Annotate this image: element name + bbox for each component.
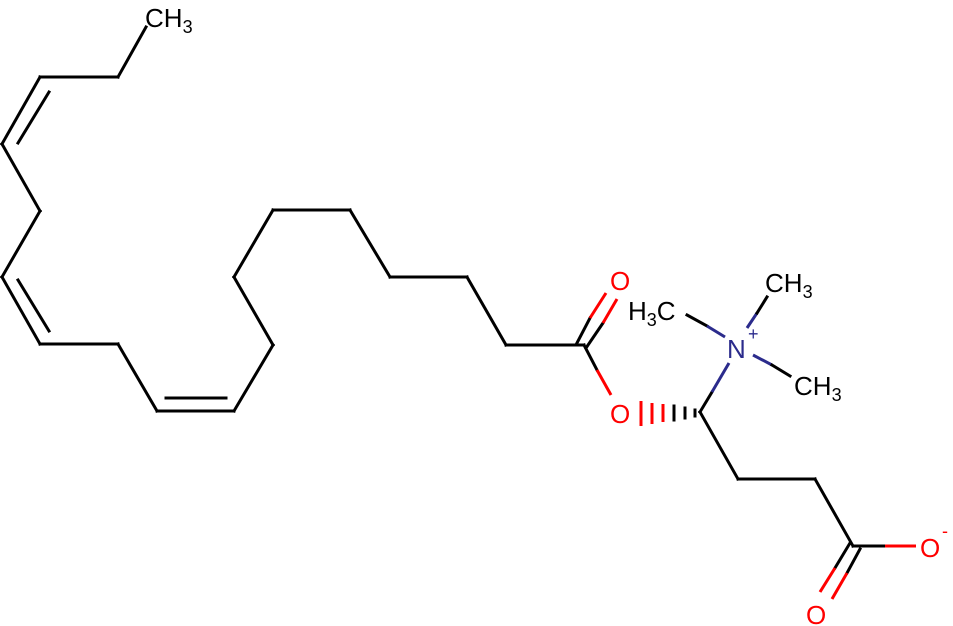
bond	[812, 476, 856, 549]
ester-bond	[581, 342, 600, 373]
ester-bond	[595, 369, 613, 396]
ester-oxygen-label: O	[610, 399, 630, 429]
n-methyl-bond	[769, 362, 793, 379]
carboxyl-double-bond	[844, 546, 863, 576]
bond	[0, 208, 43, 280]
bond	[231, 207, 276, 280]
methyl-right-label: CH3	[794, 371, 842, 405]
n-methyl-bond	[745, 312, 759, 329]
carboxyl-double-bond	[832, 540, 853, 571]
ester-group	[574, 292, 697, 426]
carboxyl-double-bond	[818, 567, 837, 593]
carbonyl-bond	[583, 320, 606, 351]
double-bond-inner	[15, 89, 52, 146]
n-methyl-bond	[754, 294, 770, 316]
n-methyl-bond	[706, 324, 726, 339]
hashed-wedge-bond	[639, 401, 697, 426]
carbonyl-oxygen-label: O	[610, 266, 630, 296]
bond	[231, 274, 276, 348]
methyl-top-label: CH3	[765, 268, 813, 302]
carbonyl-bond	[574, 315, 593, 346]
bond	[115, 341, 160, 414]
carnitine-backbone	[684, 294, 916, 600]
carbonyl-bond	[588, 292, 608, 319]
methyl-left-label: H3C	[628, 296, 676, 330]
bond	[347, 207, 393, 280]
bond	[231, 342, 276, 414]
bond	[464, 274, 509, 348]
carboxyl-double-bond	[830, 572, 849, 600]
bond	[697, 389, 715, 415]
fatty-acid-chain	[0, 24, 586, 414]
nitrogen-label: N	[727, 334, 746, 364]
c-n-bond	[710, 362, 731, 393]
n-methyl-bond	[684, 312, 710, 329]
terminal-methyl-label: CH3	[145, 3, 193, 37]
carboxylate-oxygen-label: O	[920, 533, 940, 563]
carboxyl-oxygen-label: O	[806, 600, 826, 626]
bond	[115, 24, 149, 80]
bond	[697, 409, 741, 482]
double-bond-inner	[15, 277, 52, 334]
nitrogen-charge: +	[748, 324, 759, 344]
carboxylate-charge: -	[942, 521, 948, 541]
double-bond	[0, 74, 43, 147]
bond	[0, 141, 43, 214]
double-bond	[0, 274, 43, 347]
n-methyl-bond	[752, 353, 773, 367]
carbonyl-bond	[601, 298, 619, 324]
